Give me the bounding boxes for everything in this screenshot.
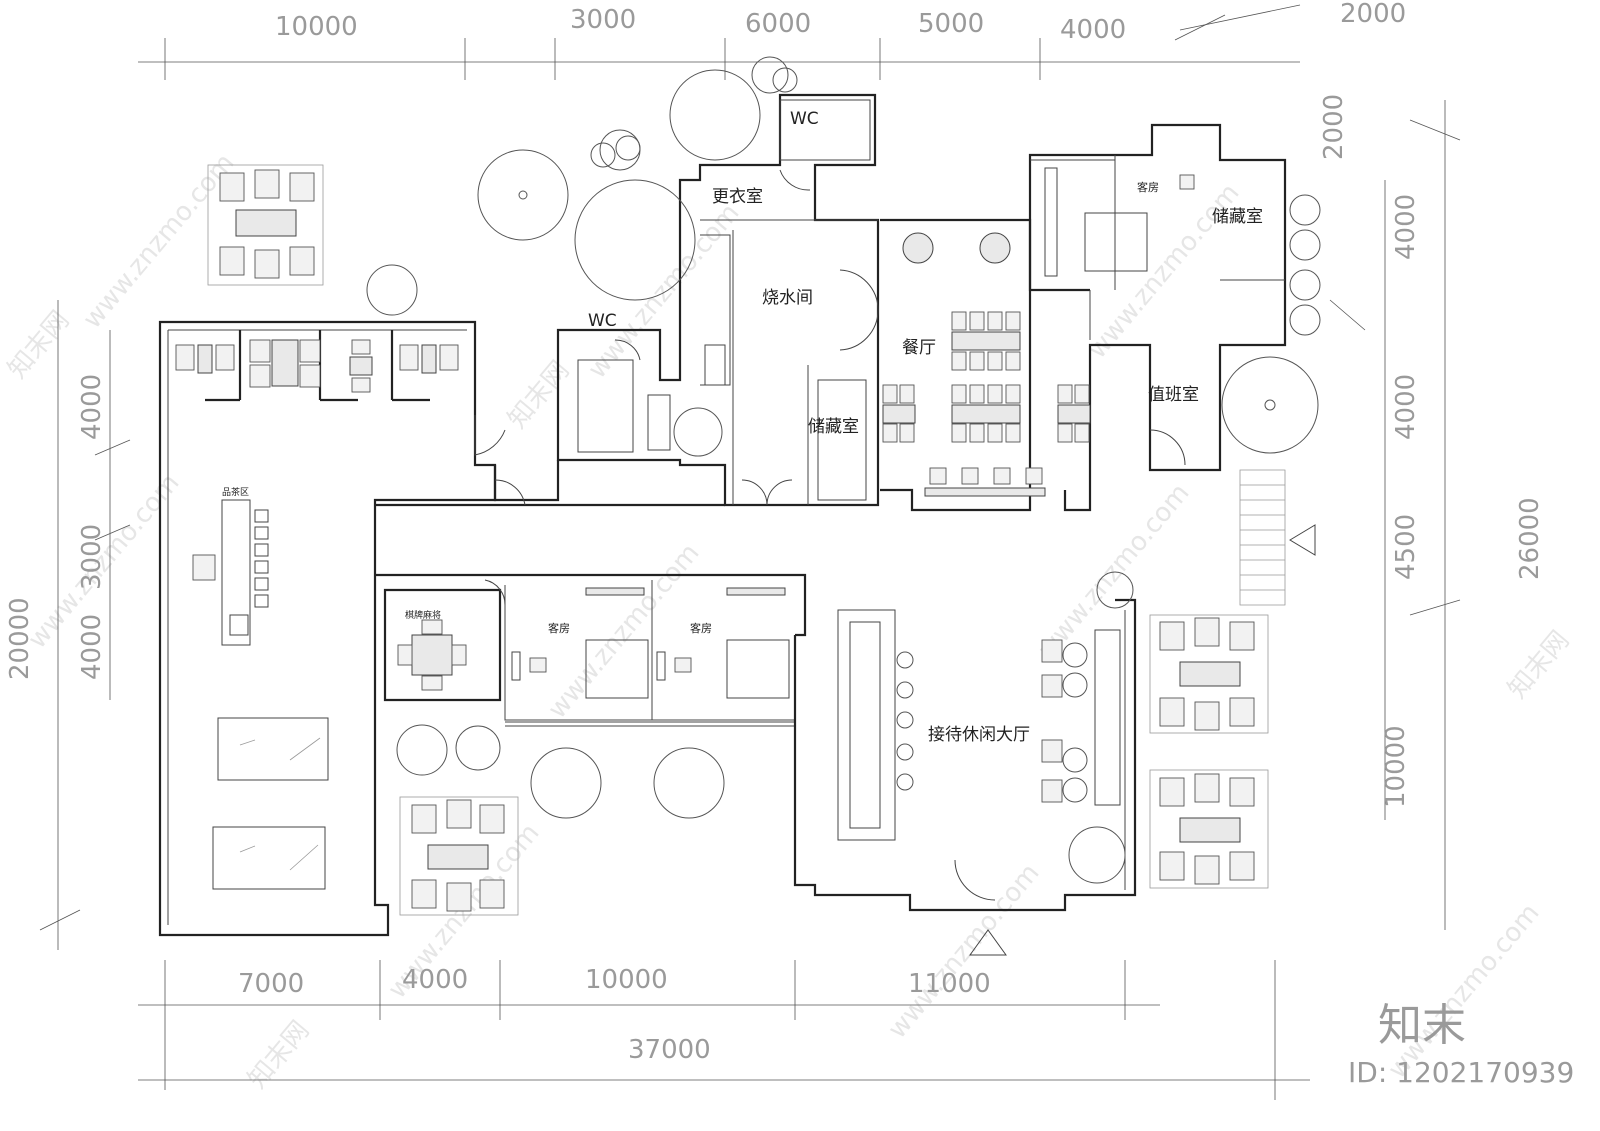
dim-right-2: 4000: [1391, 194, 1421, 260]
label-dining-hall: 餐厅: [902, 338, 936, 358]
dim-top-3: 6000: [745, 9, 811, 39]
dim-right-total: 26000: [1515, 497, 1545, 580]
watermark-text: www.znzmo.com: [77, 148, 240, 334]
label-boiler-room: 烧水间: [762, 288, 813, 308]
room-labels: 更衣室 WC WC 烧水间 储藏室 餐厅 客房 储藏室 值班室 品茶区 棋牌麻将…: [222, 109, 1263, 745]
dim-left-3: 4000: [77, 614, 107, 680]
dim-top-5: 4000: [1060, 15, 1126, 45]
dim-top-6: 2000: [1340, 0, 1406, 29]
dim-right-5: 10000: [1381, 725, 1411, 808]
label-storage-right: 储藏室: [1212, 207, 1263, 227]
watermark-cn: 知末网: [2, 305, 75, 384]
label-wc-mid: WC: [588, 311, 617, 331]
furniture: [175, 99, 1316, 956]
dim-right-1: 2000: [1319, 94, 1349, 160]
dim-top-1: 10000: [275, 12, 358, 42]
dim-left-1: 4000: [77, 374, 107, 440]
label-guest-room-b: 客房: [690, 621, 712, 635]
label-changing-room: 更衣室: [712, 187, 763, 207]
watermark-cn: 知末网: [242, 1015, 315, 1094]
watermark-text: www.znzmo.com: [882, 858, 1045, 1044]
dim-right-3: 4000: [1391, 374, 1421, 440]
dimension-lines: [39, 4, 1461, 1100]
dim-bottom-1: 7000: [238, 969, 304, 999]
watermark-cn: 知末网: [1502, 625, 1575, 704]
label-storage-mid: 储藏室: [808, 417, 859, 437]
brand-logo: 知末: [1378, 1000, 1466, 1051]
landscape: [366, 56, 1321, 884]
label-reception-lounge: 接待休闲大厅: [928, 725, 1030, 745]
image-id: ID: 1202170939: [1348, 1056, 1574, 1089]
label-guest-room-top: 客房: [1137, 180, 1159, 194]
label-duty-room: 值班室: [1148, 385, 1199, 405]
dim-left-2: 3000: [77, 524, 107, 590]
label-wc-top: WC: [790, 109, 819, 129]
label-guest-room-a: 客房: [548, 621, 570, 635]
dim-bottom-4: 11000: [908, 969, 991, 999]
label-mahjong-room: 棋牌麻将: [405, 609, 441, 621]
watermark-text: www.znzmo.com: [582, 198, 745, 384]
dim-left-total: 20000: [5, 597, 35, 680]
dim-bottom-2: 4000: [402, 965, 468, 995]
dim-top-2: 3000: [570, 5, 636, 35]
watermark-cn: 知末网: [502, 355, 575, 434]
dim-top-4: 5000: [918, 9, 984, 39]
label-tea-area: 品茶区: [222, 486, 249, 498]
doors: [474, 169, 1186, 901]
dim-bottom-3: 10000: [585, 965, 668, 995]
dim-right-4: 4500: [1391, 514, 1421, 580]
dim-bottom-total: 37000: [628, 1035, 711, 1065]
